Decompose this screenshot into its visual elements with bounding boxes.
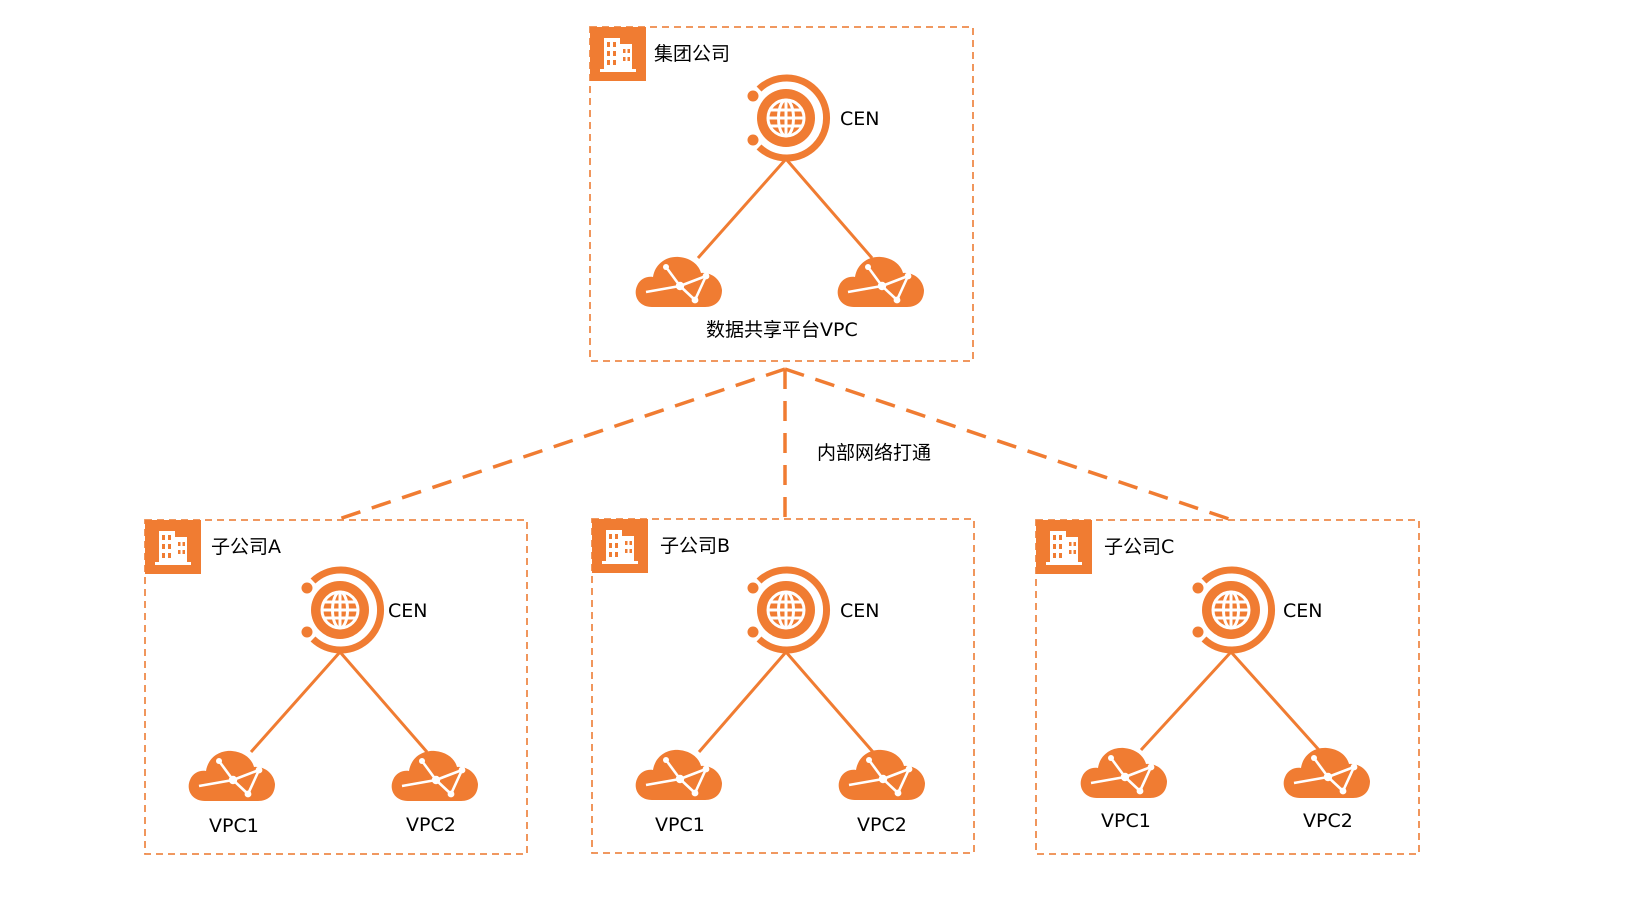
subsidiary-a-title: 子公司A (211, 536, 281, 558)
link-to-subsidiary-a (335, 367, 786, 522)
subsidiary-c-cen-label: CEN (1283, 600, 1322, 622)
subsidiary-a-box: 子公司A CEN VPC1 VPC2 (144, 519, 528, 855)
subsidiary-c-box: 子公司C CEN VPC1 VPC2 (1035, 519, 1420, 855)
office-building-icon (145, 520, 201, 574)
subsidiary-b-cen-label: CEN (840, 600, 879, 622)
cloud-network-icon (187, 749, 277, 803)
subsidiary-b-vpc1-label: VPC1 (655, 814, 705, 836)
group-cen-label: CEN (840, 108, 879, 130)
cloud-network-icon (1079, 746, 1169, 800)
cloud-network-icon (1282, 746, 1372, 800)
connection-label: 内部网络打通 (817, 442, 931, 464)
globe-network-icon (748, 78, 827, 158)
subsidiary-c-title: 子公司C (1104, 536, 1174, 558)
group-vpc-label: 数据共享平台VPC (706, 319, 858, 341)
cloud-network-icon (634, 255, 724, 309)
globe-network-icon (302, 570, 381, 650)
cloud-network-icon (390, 749, 480, 803)
subsidiary-b-vpc2-label: VPC2 (857, 814, 907, 836)
office-building-icon (592, 519, 648, 573)
group-title: 集团公司 (654, 43, 730, 65)
subsidiary-c-vpc2-label: VPC2 (1303, 810, 1353, 832)
subsidiary-a-vpc2-label: VPC2 (406, 814, 456, 836)
subsidiary-b-title: 子公司B (660, 535, 730, 557)
globe-network-icon (748, 570, 827, 650)
subsidiary-b-box: 子公司B CEN VPC1 VPC2 (591, 518, 975, 854)
globe-network-icon (1193, 570, 1272, 650)
cloud-network-icon (634, 748, 724, 802)
group-company-box: 集团公司 CEN 数据共享平台VPC (589, 26, 974, 362)
cloud-network-icon (836, 255, 926, 309)
subsidiary-a-vpc1-label: VPC1 (209, 815, 259, 837)
office-building-icon (1036, 520, 1092, 574)
cloud-network-icon (837, 748, 927, 802)
subsidiary-c-vpc1-label: VPC1 (1101, 810, 1151, 832)
link-to-subsidiary-c (784, 367, 1233, 522)
subsidiary-a-cen-label: CEN (388, 600, 427, 622)
office-building-icon (590, 27, 646, 81)
